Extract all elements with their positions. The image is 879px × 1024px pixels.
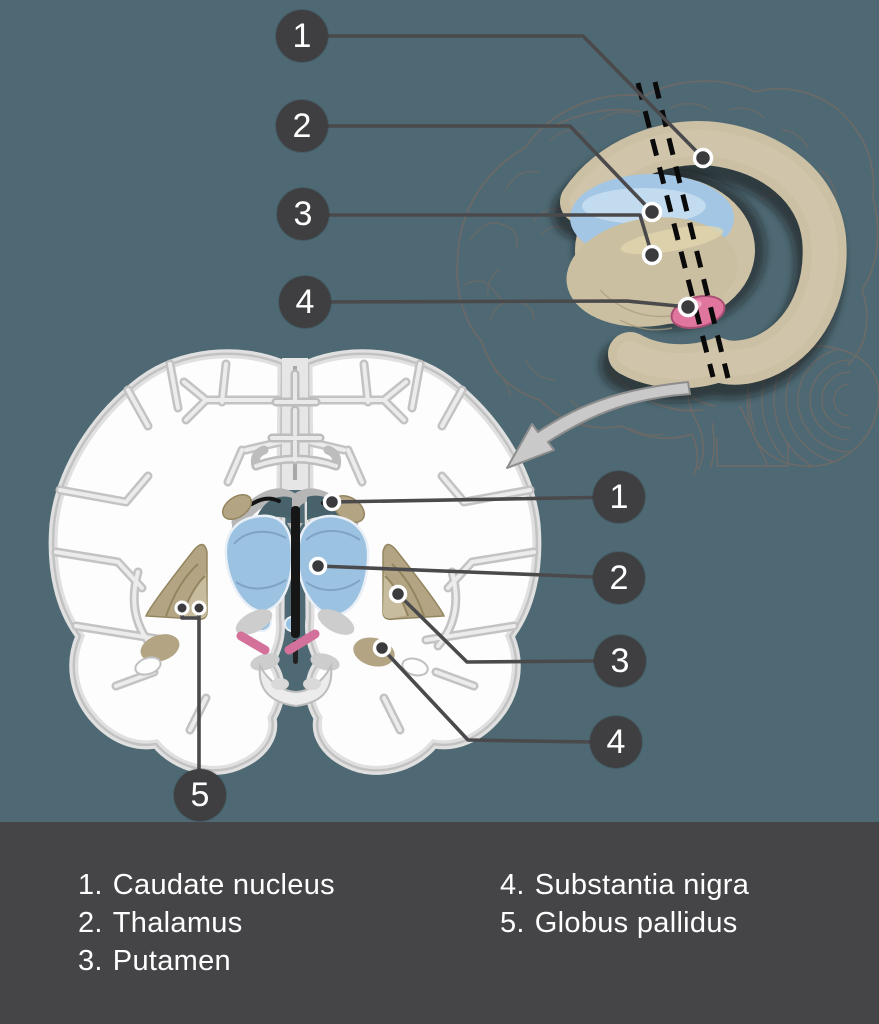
marker-badge-coronal-3: 3: [594, 635, 646, 687]
coronal-brain-illustration: [48, 330, 550, 780]
marker-badge-coronal-2: 2: [593, 552, 645, 604]
legend-item-globus-pallidus: 5. Globus pallidus: [500, 904, 749, 942]
marker-badge-coronal-4: 4: [590, 716, 642, 768]
legend-number: 2.: [78, 907, 103, 939]
marker-number: 1: [292, 17, 312, 55]
marker-number: 1: [609, 478, 629, 516]
marker-number: 4: [295, 283, 315, 321]
legend-number: 3.: [78, 945, 103, 977]
marker-badge-sagittal-4: 4: [279, 276, 331, 328]
midbrain-base: [258, 662, 333, 708]
legend-item-thalamus: 2. Thalamus: [78, 904, 335, 942]
marker-number: 5: [190, 776, 210, 814]
marker-badge-coronal-1: 1: [593, 471, 645, 523]
substantia-nigra-strips: [236, 629, 320, 655]
cerebellum-striations: [746, 345, 879, 467]
marker-badge-coronal-5: 5: [174, 769, 226, 821]
legend-column-2: 4. Substantia nigra 5. Globus pallidus: [500, 866, 749, 942]
marker-number: 3: [293, 195, 313, 233]
legend-number: 4.: [500, 869, 525, 901]
interhemispheric-fissure: [250, 358, 342, 490]
marker-badge-sagittal-2: 2: [276, 100, 328, 152]
legend-label: Caudate nucleus: [112, 869, 335, 901]
marker-badge-sagittal-3: 3: [277, 188, 329, 240]
marker-badge-sagittal-1: 1: [276, 10, 328, 62]
legend-number: 5.: [500, 907, 525, 939]
legend-label: Substantia nigra: [534, 869, 750, 901]
legend-item-substantia-nigra: 4. Substantia nigra: [500, 866, 749, 904]
section-plane-dashes: [635, 81, 731, 379]
legend-label: Putamen: [112, 945, 231, 977]
marker-number: 2: [292, 107, 312, 145]
marker-number: 3: [610, 642, 630, 680]
legend-number: 1.: [78, 869, 103, 901]
marker-number: 2: [609, 559, 629, 597]
legend-item-putamen: 3. Putamen: [78, 942, 335, 980]
legend-item-caudate-nucleus: 1. Caudate nucleus: [78, 866, 335, 904]
legend-band: 1. Caudate nucleus 2. Thalamus 3. Putame…: [0, 822, 879, 1024]
gray-nuclei-ovals: [235, 609, 355, 671]
legend-label: Thalamus: [112, 907, 243, 939]
marker-number: 4: [606, 723, 626, 761]
legend-label: Globus pallidus: [534, 907, 738, 939]
legend-column-1: 1. Caudate nucleus 2. Thalamus 3. Putame…: [78, 866, 335, 980]
left-hemisphere: [48, 349, 287, 775]
